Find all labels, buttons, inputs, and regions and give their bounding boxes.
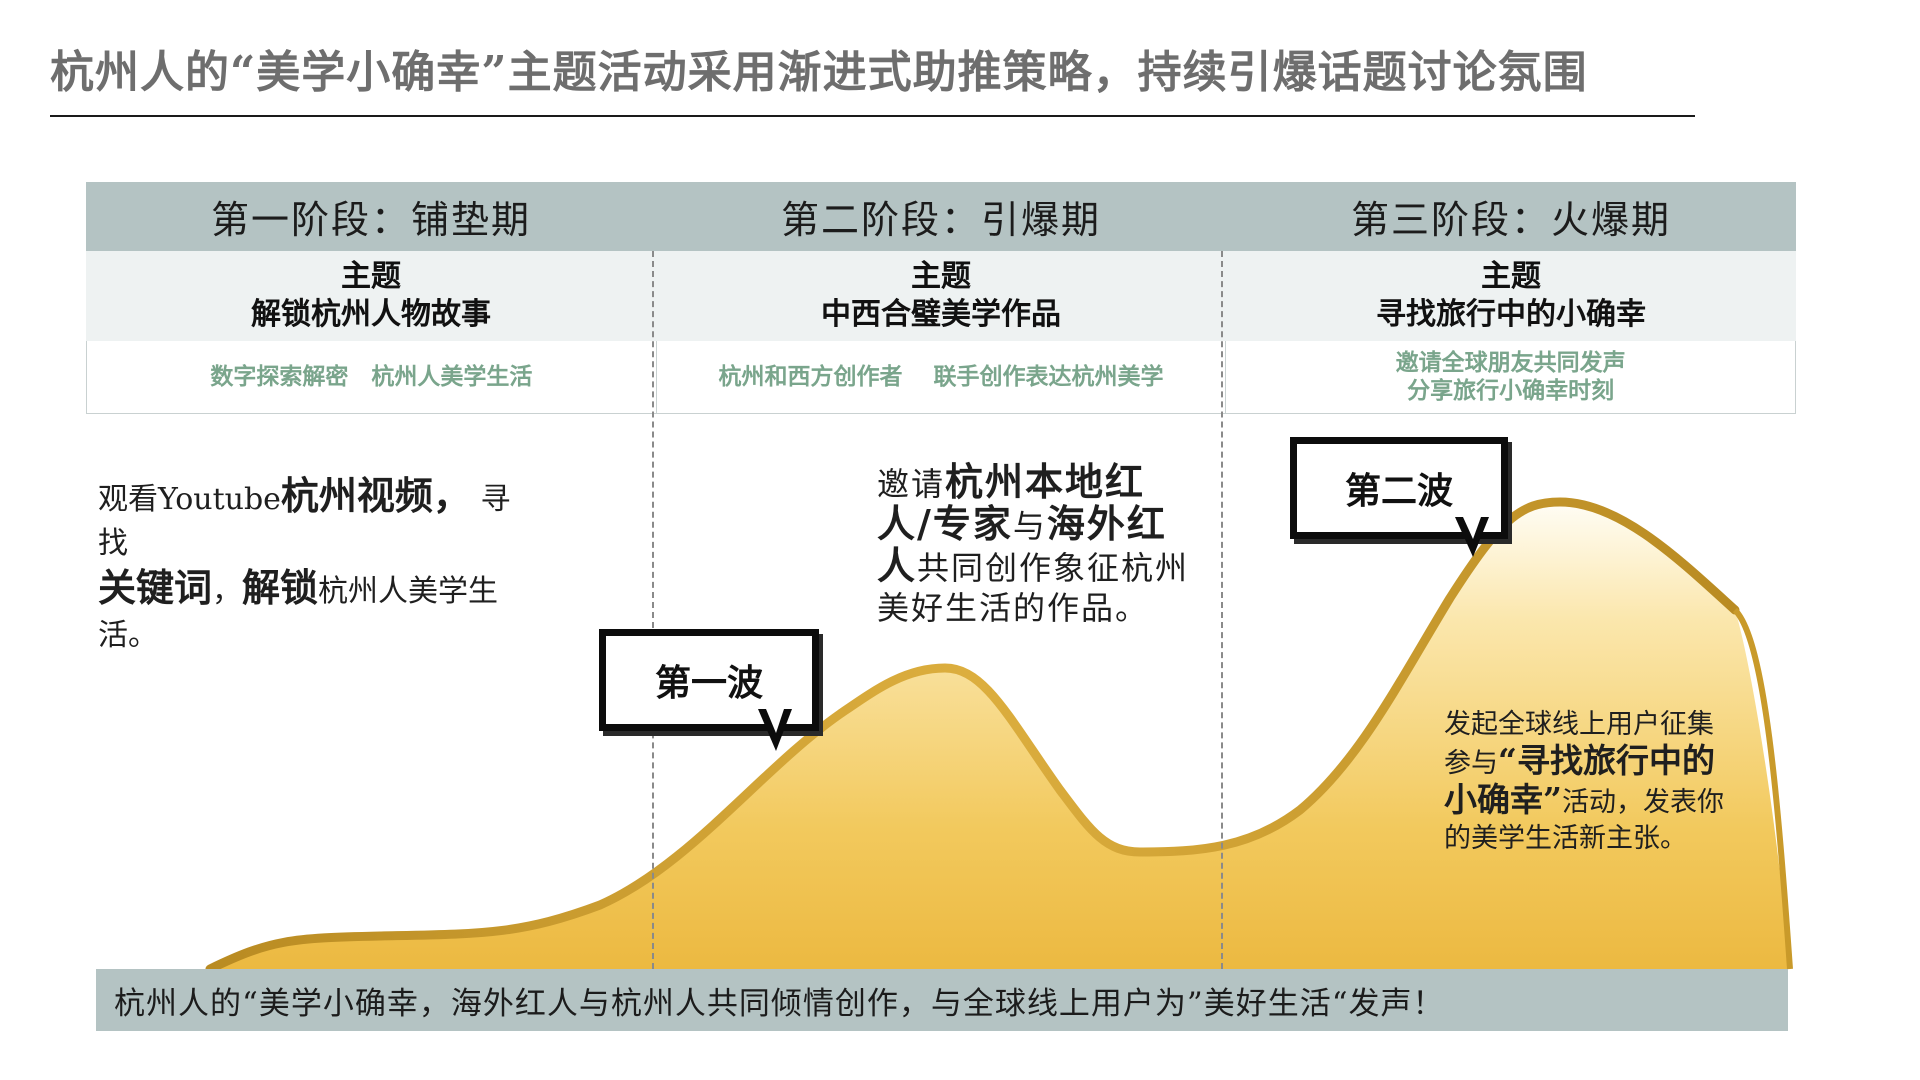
stage-3-subtitle-line-2: 分享旅行小确幸时刻 <box>1407 377 1615 404</box>
stage-1-theme-text: 解锁杭州人物故事 <box>251 297 491 332</box>
stage-2-subtitle: 杭州和西方创作者 联手创作表达杭州美学 <box>655 341 1226 413</box>
title-divider <box>50 115 1695 117</box>
stage-3-subtitle: 邀请全球朋友共同发声 分享旅行小确幸时刻 <box>1225 341 1795 413</box>
stage-1-theme: 主题 解锁杭州人物故事 <box>86 251 656 341</box>
subtitle-row: 数字探索解密 杭州人美学生活 杭州和西方创作者 联手创作表达杭州美学 邀请全球朋… <box>86 341 1796 414</box>
stage-2-description: 邀请杭州本地红人/专家与海外红人共同创作象征杭州美好生活的作品。 <box>877 462 1197 628</box>
stage-3-desc-emphasis: “寻找旅行中的小确幸” <box>1444 741 1715 819</box>
stage-2-subtitle-line: 杭州和西方创作者 联手创作表达杭州美学 <box>718 363 1164 390</box>
stage-3-subtitle-line-1: 邀请全球朋友共同发声 <box>1395 349 1626 376</box>
stage-2-desc-emphasis: 杭州本地红人/专家 <box>877 459 1146 546</box>
page-title: 杭州人的“美学小确幸”主题活动采用渐进式助推策略，持续引爆话题讨论氛围 <box>50 47 1588 98</box>
stage-1-desc-emphasis: 解锁 <box>242 565 319 610</box>
stage-3-description: 发起全球线上用户征集参与“寻找旅行中的小确幸”活动，发表你的美学生活新主张。 <box>1444 707 1734 857</box>
wave-2-callout-tail <box>1455 517 1489 557</box>
stage-header-row: 第一阶段：铺垫期 第二阶段：引爆期 第三阶段：火爆期 <box>86 182 1796 251</box>
bottom-slogan-banner: 杭州人的“美学小确幸，海外红人与杭州人共同倾情创作，与全球线上用户为”美好生活“… <box>96 969 1788 1031</box>
theme-row: 主题 解锁杭州人物故事 主题 中西合璧美学作品 主题 寻找旅行中的小确幸 <box>86 251 1796 341</box>
stage-3-desc-part: 活动，发表你的美学生活新主张。 <box>1444 787 1724 854</box>
stage-2-desc-emphasis: 海外红人 <box>877 501 1167 588</box>
stage-divider-1 <box>652 251 654 969</box>
stage-2-desc-part: 与 <box>1012 507 1047 545</box>
wave-1-callout-tail <box>758 709 792 751</box>
stage-1-subtitle: 数字探索解密 杭州人美学生活 <box>87 341 656 413</box>
wave-area <box>210 502 1790 969</box>
stage-3-name: 第三阶段：火爆期 <box>1350 198 1671 242</box>
stage-3-desc-part: 发起全球线上用户征集参与 <box>1444 709 1714 779</box>
stage-divider-2 <box>1221 251 1223 969</box>
stage-2-theme: 主题 中西合璧美学作品 <box>656 251 1226 341</box>
stage-1-name: 第一阶段：铺垫期 <box>210 198 531 242</box>
wave-right-edge <box>1732 607 1793 970</box>
stage-2-theme-text: 中西合璧美学作品 <box>821 297 1061 332</box>
stage-3-theme-text: 寻找旅行中的小确幸 <box>1376 297 1646 332</box>
stage-1-desc-emphasis: 关键词 <box>98 565 213 610</box>
stage-1-desc-part: 观看Youtube <box>98 482 281 517</box>
wave-2-callout: 第二波 <box>1290 437 1508 539</box>
stage-2-theme-label: 主题 <box>911 259 971 294</box>
stage-1-desc-part: 杭州人美学生活。 <box>98 574 499 653</box>
wave-edge <box>205 497 1740 974</box>
stage-1-description: 观看Youtube杭州视频， 寻找 关键词，解锁杭州人美学生活。 <box>98 474 538 658</box>
stage-1-theme-label: 主题 <box>341 259 401 294</box>
stage-1-desc-part: 寻找 <box>98 482 511 561</box>
stage-1-desc-emphasis: 杭州视频， <box>280 473 471 518</box>
stage-3-theme: 主题 寻找旅行中的小确幸 <box>1226 251 1796 341</box>
stage-2-desc-part: 共同创作象征杭州美好生活的作品。 <box>877 549 1190 627</box>
stage-2-name: 第二阶段：引爆期 <box>780 198 1101 242</box>
stage-1-subtitle-line: 数字探索解密 杭州人美学生活 <box>210 363 533 390</box>
stage-2-desc-part: 邀请 <box>877 465 946 503</box>
stage-1-desc-part: ， <box>212 574 243 609</box>
stage-3-theme-label: 主题 <box>1481 259 1541 294</box>
